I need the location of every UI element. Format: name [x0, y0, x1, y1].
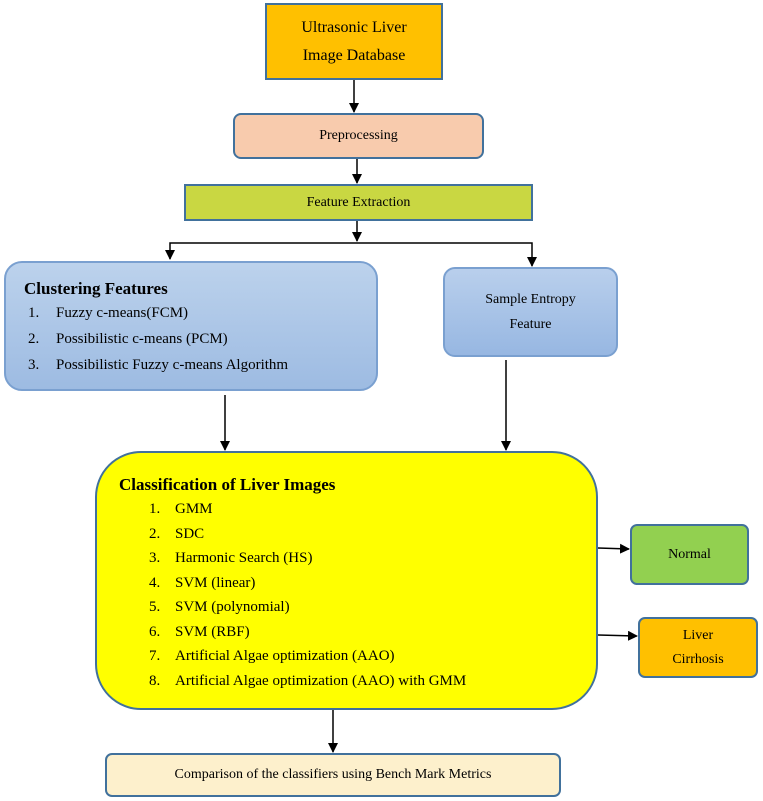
arrow-branch-to-entropy [357, 242, 537, 267]
list-text: SVM (RBF) [175, 623, 250, 640]
list-number: 6. [149, 623, 161, 640]
classification-title: Classification of Liver Images [119, 475, 336, 494]
database-line-1: Ultrasonic Liver [301, 18, 407, 36]
list-text: Fuzzy c-means(FCM) [56, 305, 189, 321]
database-line-2: Image Database [302, 46, 406, 64]
preprocessing-node: Preprocessing [233, 113, 484, 159]
list-number: 1. [28, 305, 40, 321]
entropy-line-2: Feature [509, 317, 552, 332]
comparison-label: Comparison of the classifiers using Benc… [174, 767, 492, 782]
list-text: Artificial Algae optimization (AAO) [175, 648, 395, 664]
list-text: Possibilistic c-means (PCM) [56, 331, 228, 347]
list-number: 7. [149, 648, 161, 664]
feature-extraction-node: Feature Extraction [184, 184, 533, 221]
list-number: 3. [149, 550, 161, 566]
liver-cirrhosis-node: Liver Cirrhosis [638, 617, 758, 678]
arrow-branch-to-clustering [165, 242, 357, 260]
feature-extraction-label: Feature Extraction [306, 194, 411, 210]
list-text: SDC [175, 525, 205, 542]
list-number: 8. [149, 672, 161, 689]
list-text: SVM (linear) [175, 574, 256, 591]
list-number: 2. [149, 525, 161, 542]
list-number: 1. [149, 501, 161, 517]
arrow-classification-to-normal [597, 543, 630, 554]
list-number: 3. [28, 357, 40, 373]
list-number: 4. [149, 574, 161, 591]
list-number: 2. [28, 331, 40, 347]
entropy-line-1: Sample Entropy [485, 292, 576, 307]
arrow-classification-to-cirrhosis [597, 630, 638, 641]
normal-label: Normal [668, 546, 711, 562]
cirrhosis-line-2: Cirrhosis [672, 651, 724, 667]
list-text: Artificial Algae optimization (AAO) with… [175, 672, 467, 689]
clustering-features-node: Clustering Features 1. Fuzzy c-means(FCM)… [4, 261, 378, 391]
list-text: GMM [175, 501, 213, 517]
list-number: 5. [149, 599, 161, 615]
list-text: Harmonic Search (HS) [175, 550, 313, 566]
normal-node: Normal [630, 524, 749, 585]
cirrhosis-line-1: Liver [682, 627, 714, 643]
list-text: Possibilistic Fuzzy c-means Algorithm [56, 357, 289, 373]
preprocessing-label: Preprocessing [319, 128, 398, 143]
clustering-title: Clustering Features [24, 279, 168, 298]
sample-entropy-node: Sample Entropy Feature [443, 267, 618, 357]
comparison-node: Comparison of the classifiers using Benc… [105, 753, 561, 797]
database-node: Ultrasonic Liver Image Database [265, 3, 443, 80]
classification-node: Classification of Liver Images 1. GMM 2. S… [95, 451, 598, 710]
list-text: SVM (polynomial) [175, 599, 290, 615]
